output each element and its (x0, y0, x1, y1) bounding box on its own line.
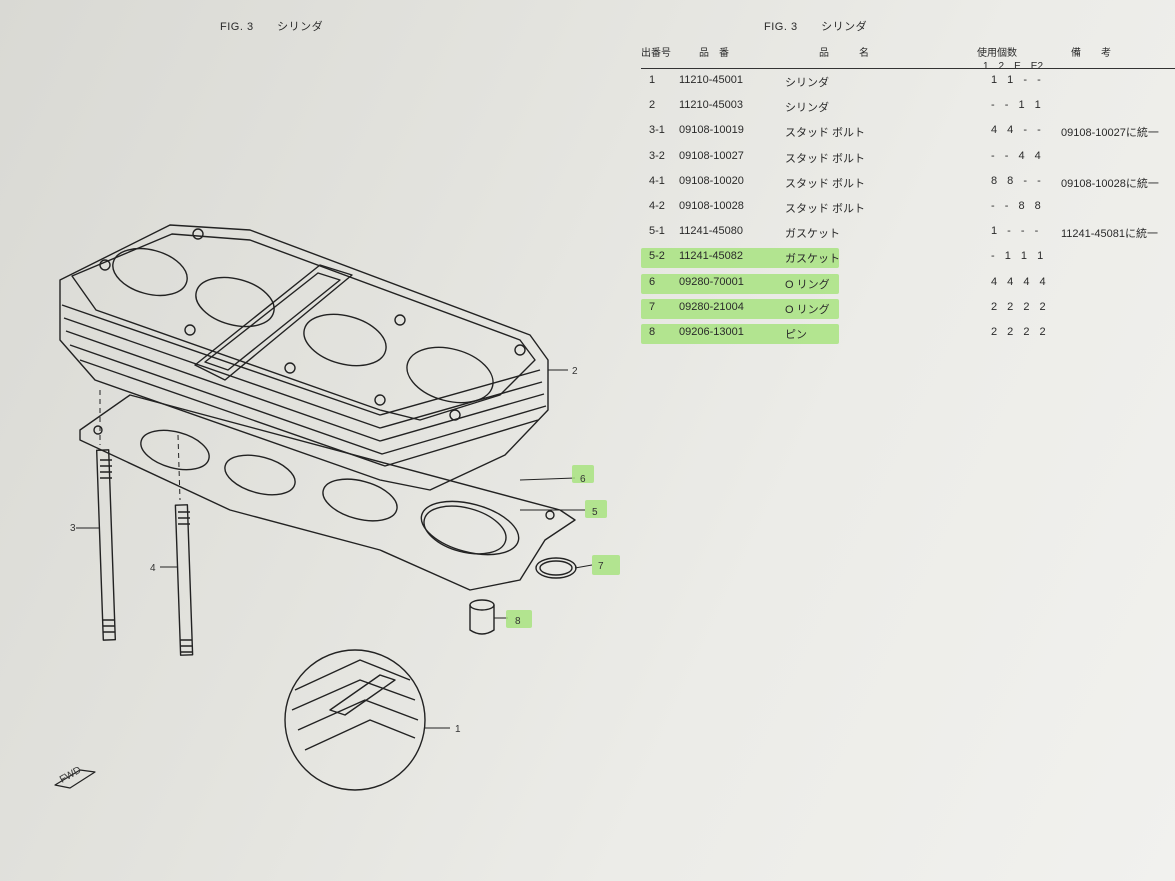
base-gasket (79, 394, 576, 591)
quantity: 8 8 - - (991, 174, 1041, 187)
ref-number: 3-2 (649, 149, 665, 162)
stud-bolt-long (95, 449, 117, 641)
quantity: - - 4 4 (991, 149, 1041, 162)
cylinder-exploded-diagram: 2 6 5 7 8 3 4 1 FWD (54, 224, 620, 791)
quantity: 1 1 - - (991, 74, 1041, 86)
header-ref-no: 出番号 (641, 48, 671, 59)
part-number: 09108-10027 (679, 149, 744, 162)
part-number: 11241-45082 (679, 250, 744, 263)
callout-5: 5 (592, 507, 598, 518)
part-name: O リング (785, 303, 830, 316)
header-qty: 使用個数 (977, 48, 1017, 59)
part-name: ガスケット (785, 253, 840, 266)
part-name: シリンダ (785, 102, 829, 115)
part-number: 09108-10020 (679, 174, 744, 187)
quantity: 1 - - - (991, 225, 1039, 238)
ref-number: 2 (649, 99, 656, 112)
table-row: 2 11210-45003 シリンダ - - 1 1 (641, 95, 1175, 117)
header-part-no: 品 番 (699, 48, 729, 59)
quantity: 2 2 2 2 (991, 300, 1046, 313)
part-number: 09280-21004 (679, 300, 744, 313)
part-number: 09108-10028 (679, 200, 744, 212)
callout-8: 8 (515, 616, 521, 627)
part-number: 09280-70001 (679, 275, 744, 288)
ref-number: 4-2 (649, 200, 665, 212)
callout-4: 4 (150, 563, 156, 574)
table-row: 4-1 09108-10020 スタッド ボルト 8 8 - - 09108-10028… (641, 171, 1175, 193)
row-highlight (641, 248, 839, 269)
remark: 09108-10028に統一 (1061, 177, 1159, 190)
figure-title-right: FIG. 3 シリンダ (764, 18, 867, 34)
table-row: 7 09280-21004 O リング 2 2 2 2 (641, 297, 1175, 319)
part-number: 11210-45001 (679, 74, 744, 86)
table-row: 6 09280-70001 O リング 4 4 4 4 (641, 272, 1175, 294)
ref-number: 7 (649, 300, 656, 313)
header-rule (641, 68, 1175, 69)
table-row: 4-2 09108-10028 スタッド ボルト - - 8 8 (641, 196, 1175, 218)
row-highlight (641, 298, 839, 319)
part-name: スタッド ボルト (785, 177, 866, 190)
ref-number: 1 (649, 74, 656, 86)
part-name: シリンダ (785, 77, 829, 89)
parts-table-header: 出番号 品 番 品 名 使用個数 1 2 E E2 備 考 (641, 42, 1175, 72)
table-row: 5-1 11241-45080 ガスケット 1 - - - 11241-45081に統一 (641, 221, 1175, 243)
fwd-arrow-icon (54, 769, 96, 789)
part-name: スタッド ボルト (785, 152, 866, 165)
callout-3: 3 (70, 523, 76, 534)
stud-bolt-short (174, 504, 194, 656)
quantity: - - 1 1 (991, 99, 1041, 112)
figure-title-left: FIG. 3 シリンダ (220, 18, 323, 34)
inset-detail-circle (284, 649, 426, 791)
remark: 09108-10027に統一 (1061, 127, 1159, 140)
quantity: 4 4 4 4 (991, 275, 1046, 288)
figure-name: シリンダ (277, 21, 324, 33)
quantity: - 1 1 1 (991, 250, 1044, 263)
quantity: - - 8 8 (991, 200, 1041, 212)
part-name: ピン (785, 329, 807, 341)
table-row: 3-1 09108-10019 スタッド ボルト 4 4 - - 09108-10027… (641, 120, 1175, 142)
ref-number: 3-1 (649, 124, 665, 137)
dowel-pin (469, 605, 495, 635)
callout-2: 2 (572, 366, 578, 377)
remark: 11241-45081に統一 (1061, 228, 1159, 241)
part-number: 09108-10019 (679, 124, 744, 137)
row-highlight (641, 273, 839, 294)
callout-6: 6 (580, 474, 586, 485)
part-number: 11210-45003 (679, 99, 744, 112)
callout-7: 7 (598, 561, 604, 572)
table-row: 8 09206-13001 ピン 2 2 2 2 (641, 322, 1175, 344)
table-row: 5-2 11241-45082 ガスケット - 1 1 1 (641, 246, 1175, 268)
quantity: 4 4 - - (991, 124, 1041, 137)
row-highlight (641, 324, 839, 344)
header-qty-models: 1 2 E E2 (983, 61, 1044, 72)
part-name: スタッド ボルト (785, 203, 866, 215)
figure-number: FIG. 3 (220, 21, 254, 33)
ref-number: 5-2 (649, 250, 665, 263)
figure-name: シリンダ (821, 21, 868, 33)
ref-number: 6 (649, 275, 656, 288)
o-ring-6 (420, 500, 520, 556)
part-name: スタッド ボルト (785, 127, 866, 140)
ref-number: 4-1 (649, 174, 665, 187)
ref-number: 5-1 (649, 225, 665, 238)
table-row: 1 11210-45001 シリンダ 1 1 - - (641, 70, 1175, 92)
table-row: 3-2 09108-10027 スタッド ボルト - - 4 4 (641, 146, 1175, 168)
part-number: 09206-13001 (679, 326, 744, 338)
ref-number: 8 (649, 326, 656, 338)
part-number: 11241-45080 (679, 225, 744, 238)
figure-number: FIG. 3 (764, 21, 798, 33)
part-name: ガスケット (785, 228, 840, 241)
part-name: O リング (785, 278, 830, 291)
callout-1: 1 (455, 724, 461, 735)
cylinder-block (59, 224, 549, 491)
header-part-name: 品 名 (819, 48, 869, 59)
header-remarks: 備 考 (1071, 48, 1111, 59)
quantity: 2 2 2 2 (991, 326, 1046, 338)
